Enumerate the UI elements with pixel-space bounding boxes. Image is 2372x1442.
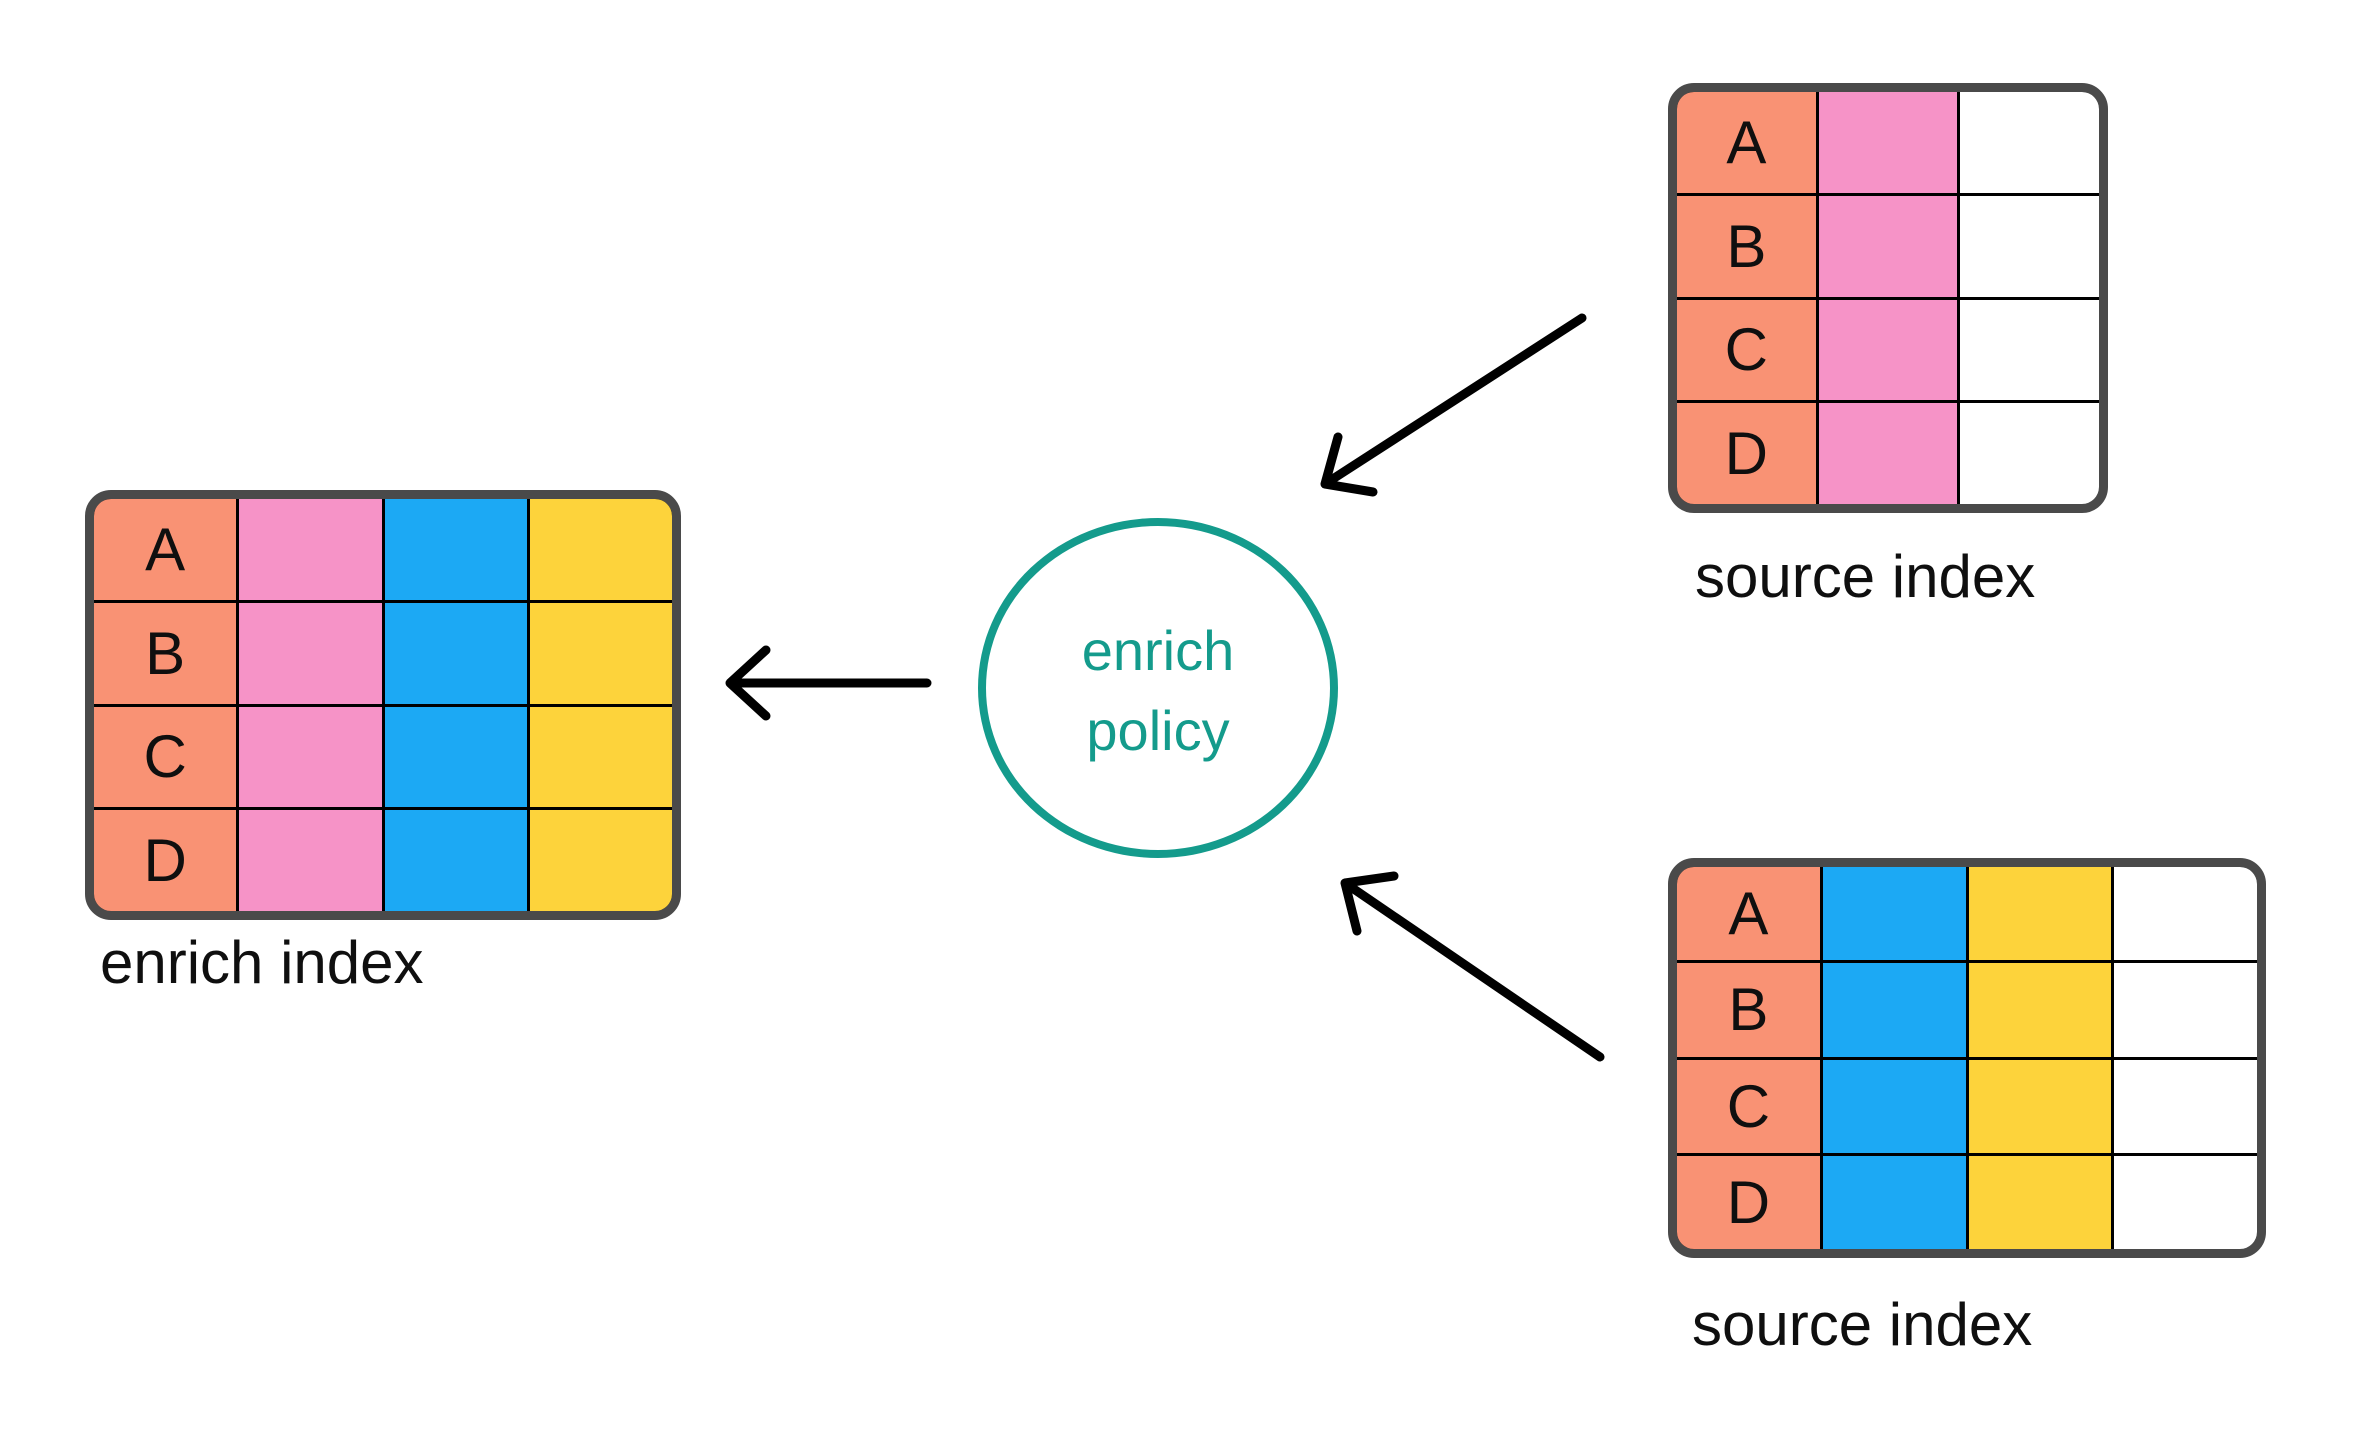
table-cell xyxy=(1822,1059,1966,1153)
enrich-policy-circle: enrich policy xyxy=(978,518,1338,858)
enrich-policy-label: enrich policy xyxy=(1082,611,1235,770)
table-cell xyxy=(1960,195,2099,297)
table-cell xyxy=(1960,403,2099,504)
row-label-cell: D xyxy=(1677,403,1816,504)
row-label-cell: B xyxy=(1677,195,1816,297)
arrow-policy-to-enrich-index xyxy=(725,645,932,721)
table-cell xyxy=(1818,299,1958,401)
table-cell xyxy=(1818,92,1958,193)
table-cell xyxy=(1822,867,1966,961)
table-cell xyxy=(1822,963,1966,1057)
table-cell xyxy=(384,602,527,704)
source-index-bottom-label: source index xyxy=(1692,1291,2033,1358)
enrich-policy-line1: enrich xyxy=(1081,619,1235,683)
table-cell xyxy=(2114,1155,2257,1249)
source-index-top-table: A B C D xyxy=(1668,83,2108,513)
table-cell xyxy=(529,810,672,911)
table-cell xyxy=(1818,195,1958,297)
table-cell xyxy=(1968,867,2112,961)
enrich-index-label: enrich index xyxy=(100,929,424,996)
table-cell xyxy=(239,810,382,911)
table-cell xyxy=(239,706,382,808)
table-cell xyxy=(239,499,382,600)
table-cell xyxy=(384,499,527,600)
table-cell xyxy=(239,602,382,704)
table-cell xyxy=(1968,963,2112,1057)
row-label-cell: A xyxy=(94,499,237,600)
table-cell xyxy=(2114,867,2257,961)
table-cell xyxy=(1960,92,2099,193)
table-cell xyxy=(1968,1059,2112,1153)
row-label-cell: D xyxy=(94,810,237,911)
table-cell xyxy=(1818,403,1958,504)
table-cell xyxy=(384,706,527,808)
table-cell xyxy=(2114,963,2257,1057)
row-label-cell: A xyxy=(1677,867,1820,961)
table-cell xyxy=(529,706,672,808)
table-cell xyxy=(1822,1155,1966,1249)
row-label-cell: C xyxy=(1677,1059,1820,1153)
table-cell xyxy=(1960,299,2099,401)
table-cell xyxy=(529,602,672,704)
source-index-bottom-table: A B C D xyxy=(1668,858,2266,1258)
enrich-policy-line2: policy xyxy=(1086,699,1230,762)
table-cell xyxy=(529,499,672,600)
row-label-cell: C xyxy=(94,706,237,808)
row-label-cell: D xyxy=(1677,1155,1820,1249)
row-label-cell: B xyxy=(1677,963,1820,1057)
row-label-cell: A xyxy=(1677,92,1816,193)
row-label-cell: C xyxy=(1677,299,1816,401)
row-label-cell: B xyxy=(94,602,237,704)
arrow-source-bottom-to-policy xyxy=(1340,871,1605,1062)
table-cell xyxy=(384,810,527,911)
arrow-source-top-to-policy xyxy=(1320,313,1587,497)
source-index-top-label: source index xyxy=(1695,543,2036,610)
table-cell xyxy=(1968,1155,2112,1249)
table-cell xyxy=(2114,1059,2257,1153)
enrich-index-table: A B C D xyxy=(85,490,681,920)
